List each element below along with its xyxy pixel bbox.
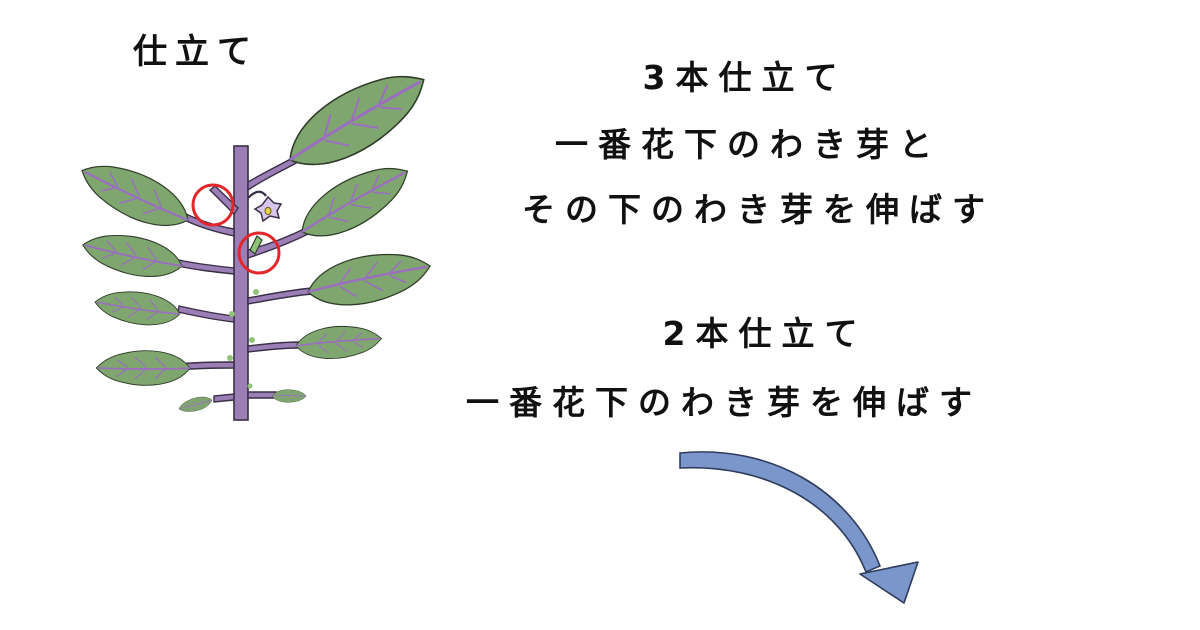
red-circle-marker (191, 183, 235, 227)
page-title: 仕立て (133, 32, 259, 72)
buds (227, 235, 263, 389)
flower-icon (247, 190, 283, 223)
curved-arrow-icon (679, 451, 919, 604)
three-stem-line-2: その下のわき芽を伸ばす (522, 190, 995, 229)
two-stem-heading: 2本仕立て (662, 314, 868, 353)
main-stem (233, 145, 249, 421)
three-stem-heading: 3本仕立て (642, 58, 848, 97)
two-stem-line-1: 一番花下のわき芽を伸ばす (466, 383, 982, 422)
three-stem-line-1: 一番花下のわき芽と (555, 125, 942, 164)
red-circle-marker (237, 231, 281, 275)
